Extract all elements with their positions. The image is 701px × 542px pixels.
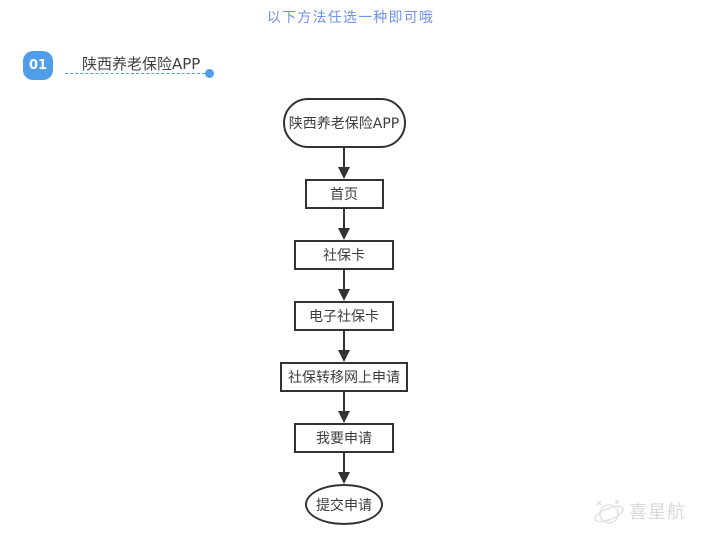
arrow-down-icon: [338, 270, 350, 301]
watermark-text: 喜星航: [629, 502, 686, 523]
arrow-down-icon: [338, 331, 350, 362]
page-title: 以下方法任选一种即可哦: [266, 10, 435, 26]
section-heading: 陕西养老保险APP: [82, 55, 201, 73]
flow-node-e-social-card: 电子社保卡: [294, 301, 394, 331]
arrow-down-icon: [338, 209, 350, 240]
flow-node-home: 首页: [304, 179, 384, 209]
arrow-down-icon: [338, 148, 350, 179]
planet-doodle-icon: [594, 500, 624, 524]
flow-node-social-card: 社保卡: [294, 240, 394, 270]
watermark: 喜星航: [590, 494, 686, 528]
flowchart: 陕西养老保险APP 首页 社保卡 电子社保卡 社保转移网上申请 我要申请 提交申…: [244, 98, 444, 525]
flow-node-transfer-online-apply: 社保转移网上申请: [280, 362, 408, 392]
arrow-down-icon: [338, 453, 350, 484]
section-underline: [65, 69, 214, 78]
underline-dot-icon: [205, 69, 214, 78]
flow-node-end-submit: 提交申请: [305, 484, 383, 525]
flow-node-start: 陕西养老保险APP: [282, 98, 406, 148]
arrow-down-icon: [338, 392, 350, 423]
section-number-badge: 01: [23, 51, 53, 80]
flow-node-i-want-apply: 我要申请: [294, 423, 394, 453]
